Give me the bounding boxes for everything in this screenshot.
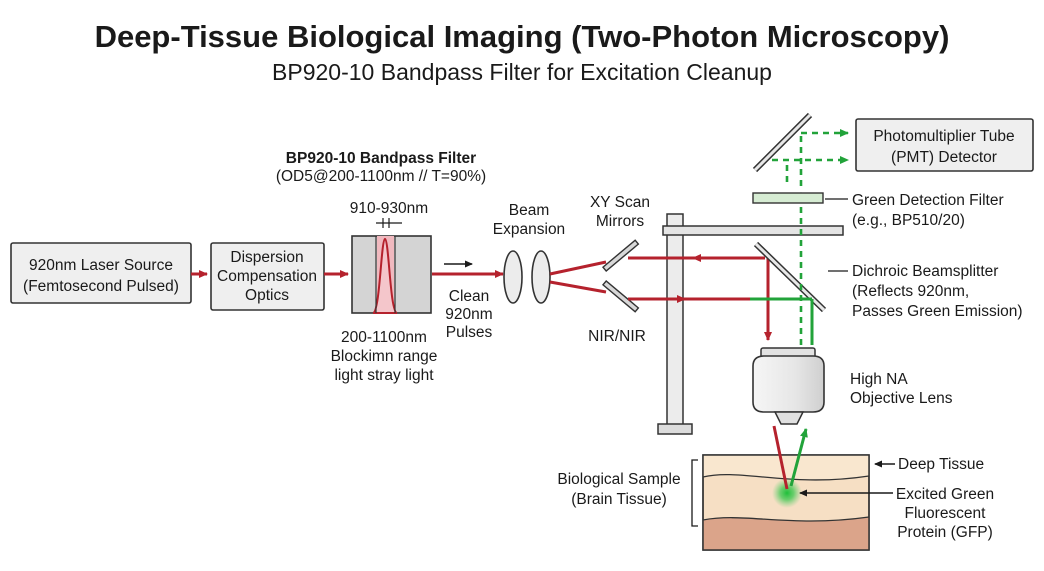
tissue-sample [702, 454, 870, 551]
scan-mirror-x [601, 239, 640, 273]
objective-lens [752, 347, 825, 425]
pmt-label-line2: (PMT) Detector [891, 149, 997, 166]
sample-bracket [691, 459, 698, 527]
beam-to-scan-mirror-lower [549, 280, 607, 294]
dispersion-label-line2: Compensation [217, 268, 317, 285]
clean-pulses-line1: Clean [449, 288, 490, 305]
dispersion-label-line3: Optics [245, 287, 289, 304]
page-title: Deep-Tissue Biological Imaging (Two-Phot… [95, 19, 950, 54]
objective-label-line2: Objective Lens [850, 390, 953, 407]
dispersion-optics-box: Dispersion Compensation Optics [210, 242, 325, 311]
filter-heading: BP920-10 Bandpass Filter [286, 150, 476, 167]
pmt-detector-box: Photomultiplier Tube (PMT) Detector [855, 118, 1034, 172]
microscope-stand [657, 213, 844, 435]
scan-mirror-y [601, 279, 640, 313]
gfp-label-line1: Excited Green [896, 486, 994, 503]
filter-blocking-line2: Blockimn range [331, 348, 438, 365]
filter-passband-label: 910-930nm [350, 200, 428, 217]
clean-pulses-line3: Pulses [446, 324, 493, 341]
emitted-fluorescence-beam [789, 428, 808, 487]
green-filter-label-line1: Green Detection Filter [852, 192, 1004, 209]
scan-mirror-coating: NIR/NIR [588, 328, 646, 345]
gfp-focal-spot [772, 478, 802, 508]
gfp-label-line3: Protein (GFP) [897, 524, 993, 541]
bandpass-filter: BP920-10 Bandpass Filter (OD5@200-1100nm… [276, 150, 486, 384]
beam-expansion-line2: Expansion [493, 221, 565, 238]
focused-excitation-beam [772, 425, 789, 490]
laser-source-box: 920nm Laser Source (Femtosecond Pulsed) [10, 242, 192, 304]
green-detection-filter [752, 192, 824, 204]
pmt-label-line1: Photomultiplier Tube [873, 128, 1014, 145]
sample-label-line1: Biological Sample [557, 471, 680, 488]
dichroic-label-line3: Passes Green Emission) [852, 303, 1023, 320]
filter-blocking-line3: light stray light [334, 367, 434, 384]
expansion-lens-1 [503, 250, 523, 304]
sample-label-line2: (Brain Tissue) [571, 491, 667, 508]
expansion-lens-2 [531, 250, 551, 304]
gfp-label-line2: Fluorescent [905, 505, 987, 522]
passband-transmission-curve [372, 237, 398, 314]
laser-source-label-line1: 920nm Laser Source [29, 257, 173, 274]
laser-source-label-line2: (Femtosecond Pulsed) [23, 278, 179, 295]
page-subtitle: BP920-10 Bandpass Filter for Excitation … [272, 59, 772, 85]
dispersion-label-line1: Dispersion [230, 249, 303, 266]
filter-spec: (OD5@200-1100nm // T=90%) [276, 168, 486, 185]
filter-blocking-line1: 200-1100nm [341, 329, 427, 346]
objective-label-line1: High NA [850, 371, 908, 388]
beam-to-scan-mirror-upper [549, 260, 607, 276]
clean-pulses-line2: 920nm [445, 306, 492, 323]
beam-expansion-line1: Beam [509, 202, 550, 219]
deep-tissue-label: Deep Tissue [898, 456, 984, 473]
green-filter-label-line2: (e.g., BP510/20) [852, 212, 965, 229]
scan-mirrors-line2: Mirrors [596, 213, 644, 230]
dichroic-label-line2: (Reflects 920nm, [852, 283, 969, 300]
scan-mirrors-line1: XY Scan [590, 194, 650, 211]
dichroic-label-line1: Dichroic Beamsplitter [852, 263, 998, 280]
